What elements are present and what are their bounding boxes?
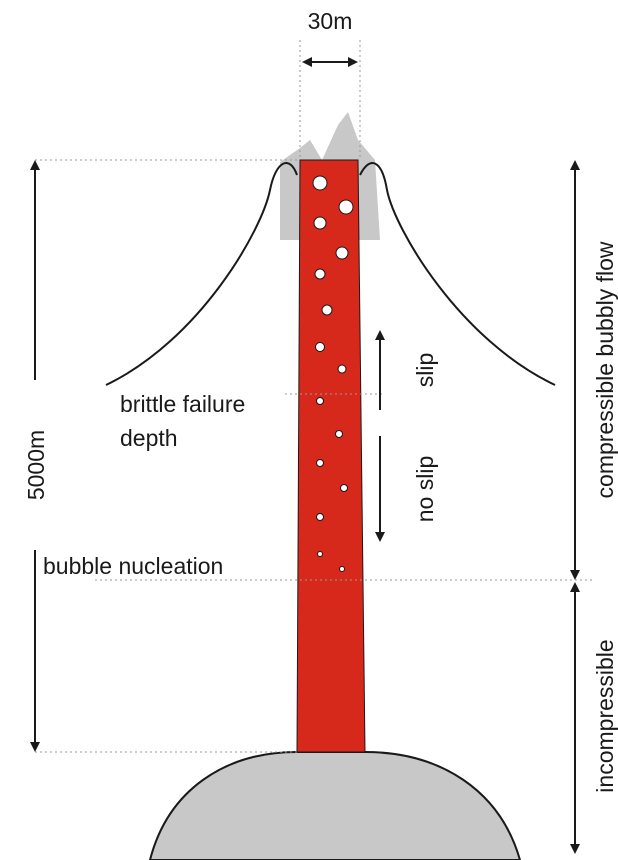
- width-label: 30m: [308, 8, 353, 34]
- arrows: [30, 57, 580, 854]
- bubbles: [312, 175, 354, 572]
- bubble: [339, 566, 345, 572]
- bubble: [316, 397, 324, 405]
- bubble: [316, 459, 324, 467]
- volcano-flank-left: [105, 162, 298, 386]
- dotted-guides: [35, 40, 595, 753]
- bubble: [321, 304, 333, 316]
- bubble: [312, 175, 328, 191]
- magma-conduit: [296, 159, 366, 753]
- bubble: [337, 364, 347, 374]
- slip-label: slip: [412, 353, 438, 388]
- bubble: [338, 199, 354, 215]
- bubble: [315, 342, 325, 352]
- magma-chamber: [148, 751, 522, 860]
- no-slip-label: no slip: [412, 456, 438, 522]
- bubble: [313, 216, 327, 230]
- incompressible-label: incompressible: [592, 639, 618, 792]
- bubble: [340, 484, 348, 492]
- compressible-bubbly-flow-label: compressible bubbly flow: [592, 241, 618, 498]
- bubble: [335, 246, 349, 260]
- bubble: [314, 268, 326, 280]
- brittle-failure-label-line2: depth: [120, 425, 178, 451]
- bubble: [317, 551, 323, 557]
- volcano-flank-right: [359, 162, 556, 386]
- brittle-failure-label-line1: brittle failure: [120, 391, 245, 417]
- bubble-nucleation-label: bubble nucleation: [43, 553, 223, 579]
- bubble: [335, 430, 343, 438]
- bubble: [316, 513, 324, 521]
- depth-total-label: 5000m: [23, 430, 49, 500]
